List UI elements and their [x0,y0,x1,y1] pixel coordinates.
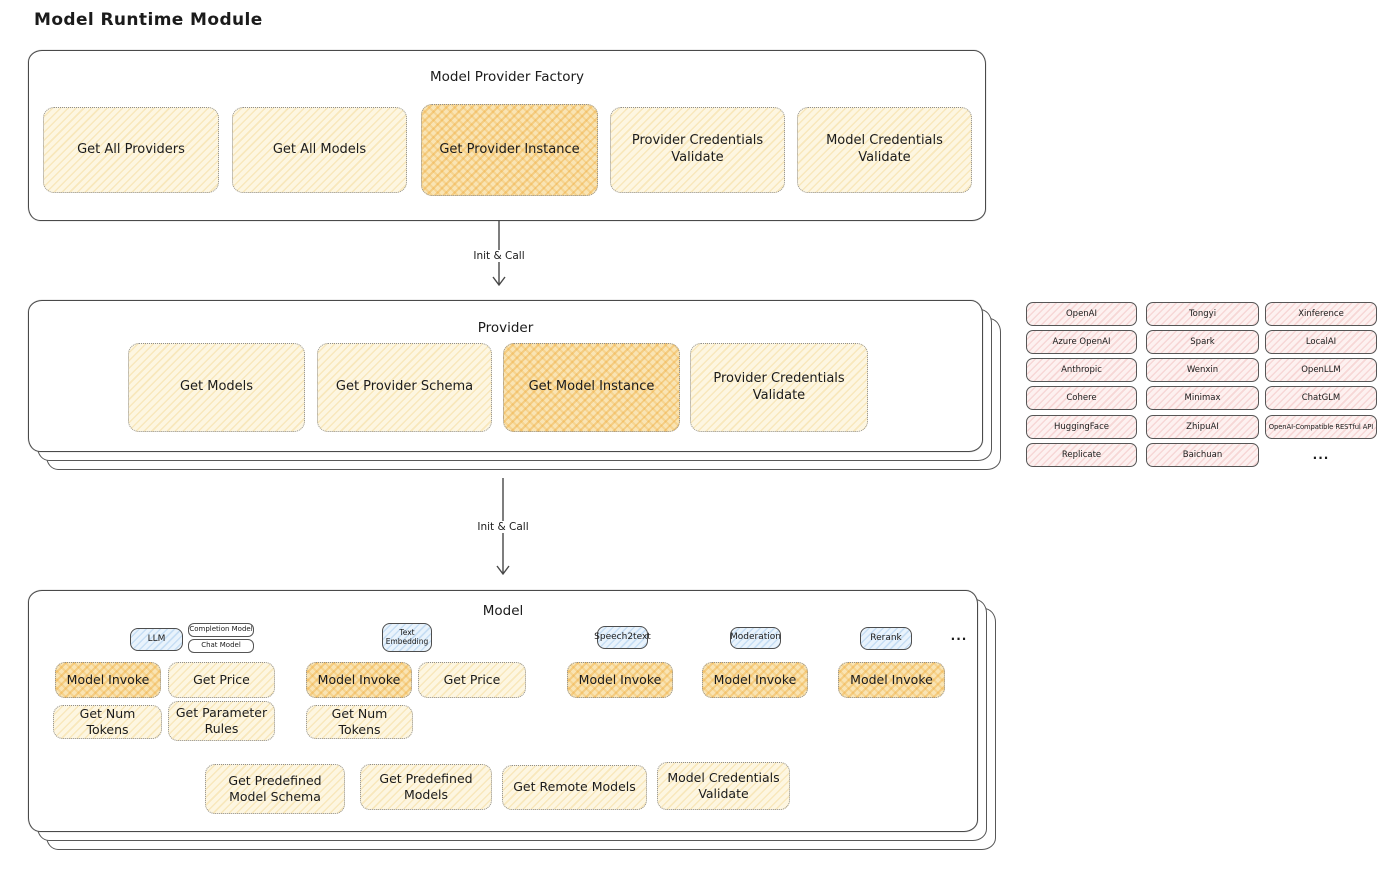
provider-grid-cell-localai: LocalAI [1265,330,1377,354]
model-tab-dots: ... [950,629,968,644]
provider-grid-cell-azure-openai: Azure OpenAI [1026,330,1137,354]
model-button-model-credentials-validate: Model Credentials Validate [657,762,790,810]
model-tab-completion-model: Completion Model [188,623,254,637]
model-button-get-price-1: Get Price [168,662,275,698]
model-tab-chat-model: Chat Model [188,639,254,653]
factory-button-model-credentials-validate: Model Credentials Validate [797,107,972,193]
model-button-model-invoke-4: Model Invoke [306,662,412,698]
provider-grid-cell-tongyi: Tongyi [1146,302,1259,326]
provider-grid-cell-huggingface: HuggingFace [1026,415,1137,439]
model-button-model-invoke-0: Model Invoke [55,662,161,698]
model-tab-speech2text: Speech2text [594,626,651,649]
provider-grid-cell-minimax: Minimax [1146,386,1259,410]
model-tab-text-embedding: Text Embedding [382,623,432,652]
model-button-get-predefined-models: Get Predefined Models [360,764,492,810]
model-button-get-price-5: Get Price [418,662,526,698]
provider-grid-cell-baichuan: Baichuan [1146,443,1259,467]
init-call-label-2: Init & Call [463,521,543,533]
model-tab-rerank: Rerank [860,627,912,650]
factory-button-get-provider-instance: Get Provider Instance [421,104,598,196]
model-button-model-invoke-7: Model Invoke [567,662,673,698]
provider-grid-cell-replicate: Replicate [1026,443,1137,467]
provider-grid-cell-openai: OpenAI [1026,302,1137,326]
provider-button-get-provider-schema: Get Provider Schema [317,343,492,432]
model-button-get-num-tokens-6: Get Num Tokens [306,705,413,739]
provider-grid-cell-xinference: Xinference [1265,302,1377,326]
provider-grid-cell-wenxin: Wenxin [1146,358,1259,382]
provider-grid-cell-openai-compatible-restful-api: OpenAI-Compatible RESTful API [1265,415,1377,439]
model-tab-llm: LLM [130,628,183,651]
model-button-get-remote-models: Get Remote Models [502,765,647,810]
provider-grid-cell-spark: Spark [1146,330,1259,354]
model-button-model-invoke-8: Model Invoke [702,662,808,698]
model-button-get-num-tokens-2: Get Num Tokens [53,705,162,739]
provider-grid-cell-anthropic: Anthropic [1026,358,1137,382]
factory-button-provider-credentials-validate: Provider Credentials Validate [610,107,785,193]
provider-grid-cell-chatglm: ChatGLM [1265,386,1377,410]
provider-grid-cell-dots: ... [1312,448,1330,462]
model-button-get-parameter-rules-3: Get Parameter Rules [168,701,275,741]
model-box-title: Model [482,603,524,619]
provider-button-get-models: Get Models [128,343,305,432]
factory-button-get-all-providers: Get All Providers [43,107,219,193]
page-title: Model Runtime Module [34,10,263,30]
model-tab-moderation: Moderation [730,627,781,649]
provider-grid-cell-openllm: OpenLLM [1265,358,1377,382]
model-button-get-predefined-model-schema: Get Predefined Model Schema [205,764,345,814]
provider-button-provider-credentials-validate: Provider Credentials Validate [690,343,868,432]
provider-grid-cell-zhipuai: ZhipuAI [1146,415,1259,439]
provider-box-title: Provider [477,320,534,336]
factory-button-get-all-models: Get All Models [232,107,407,193]
provider-button-get-model-instance: Get Model Instance [503,343,680,432]
factory-box-title: Model Provider Factory [429,69,584,85]
init-call-label-1: Init & Call [459,250,539,262]
provider-grid-cell-cohere: Cohere [1026,386,1137,410]
model-button-model-invoke-9: Model Invoke [838,662,945,698]
